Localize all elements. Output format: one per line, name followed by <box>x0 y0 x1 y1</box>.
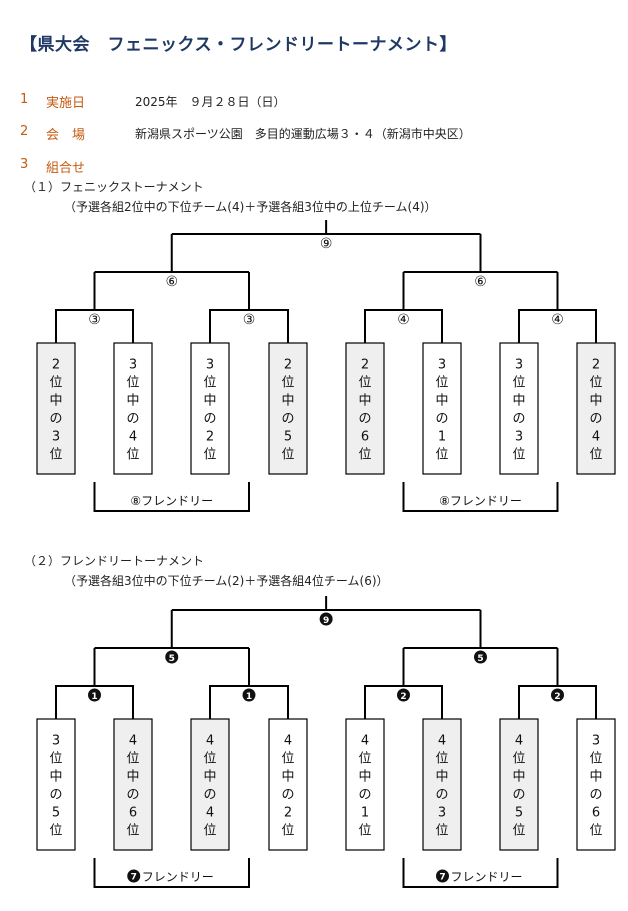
friendly-team-box <box>422 718 462 851</box>
friendly-friendly-marker <box>436 869 449 883</box>
phoenix-team-box <box>576 342 616 475</box>
friendly-qf-label: 1 <box>91 692 97 702</box>
friendly-friendly-label: フレンドリー <box>451 870 523 884</box>
friendly-qf-label: 2 <box>400 692 406 702</box>
friendly-team-box <box>345 718 385 851</box>
phoenix-qf-label: ③ <box>88 312 101 328</box>
friendly-semi-label: 5 <box>169 654 175 664</box>
phoenix-team-box <box>268 342 308 475</box>
friendly-friendly-label: フレンドリー <box>142 870 214 884</box>
info-label-venue: 会 場 <box>46 128 86 143</box>
phoenix-qf-label-bg <box>241 311 257 327</box>
friendly-friendly-number: 7 <box>439 873 445 883</box>
friendly-team-box <box>576 718 616 851</box>
info-label-date: 実施日 <box>46 96 86 111</box>
friendly-team-box <box>499 718 539 851</box>
info-value-date: 2025年 ９月２８日（日） <box>135 95 286 109</box>
phoenix-qf-label-bg <box>395 311 412 327</box>
friendly-qf-label: 1 <box>246 692 252 702</box>
friendly-friendly-line <box>402 858 559 888</box>
phoenix-friendly-label: ⑧フレンドリー <box>130 494 213 508</box>
info-value-venue: 新潟県スポーツ公園 多目的運動広場３・４（新潟市中央区） <box>135 127 471 141</box>
friendly-final-label-marker <box>319 612 333 626</box>
friendly-friendly-number: 7 <box>131 873 137 883</box>
phoenix-team-box <box>422 342 462 475</box>
phoenix-team-box <box>113 342 153 475</box>
phoenix-team-box <box>36 342 76 475</box>
phoenix-qf-label: ④ <box>551 312 564 328</box>
phoenix-team-box <box>190 342 230 475</box>
friendly-friendly-line <box>93 858 250 888</box>
info-number-3: 3 <box>20 157 29 172</box>
phoenix-qf-label: ③ <box>243 312 256 328</box>
section1-subtitle: （予選各組2位中の下位チーム(4)＋予選各組3位中の上位チーム(4)） <box>64 200 437 214</box>
phoenix-friendly-line <box>402 482 559 512</box>
phoenix-qf-label-bg <box>86 311 103 327</box>
phoenix-team-box <box>499 342 539 475</box>
friendly-team-box <box>268 718 308 851</box>
friendly-final-label: 9 <box>323 616 329 626</box>
friendly-friendly-marker <box>127 869 141 883</box>
friendly-team-box <box>113 718 153 851</box>
section2-subtitle: （予選各組3位中の下位チーム(2)＋予選各組4位チーム(6)） <box>64 574 389 588</box>
phoenix-qf-label: ④ <box>397 312 410 328</box>
friendly-qf-label-marker <box>551 688 564 702</box>
phoenix-final-label-bg <box>318 235 335 251</box>
info-number-2: 2 <box>20 124 29 139</box>
phoenix-semi-label: ⑥ <box>165 274 178 290</box>
phoenix-friendly-line <box>93 482 250 512</box>
page-title: 【県大会 フェニックス・フレンドリートーナメント】 <box>20 35 457 55</box>
phoenix-friendly-label: ⑧フレンドリー <box>439 494 522 508</box>
friendly-semi-label-marker <box>474 650 487 664</box>
phoenix-friendly-bg <box>119 493 224 507</box>
friendly-semi-label: 5 <box>477 654 483 664</box>
section2-title: （２）フレンドリートーナメント <box>24 554 205 568</box>
section1-title: （１）フェニックストーナメント <box>24 180 204 194</box>
info-label-bracket: 組合せ <box>46 161 86 176</box>
phoenix-semi-label-bg <box>472 273 489 289</box>
friendly-qf-label-marker <box>242 688 256 702</box>
friendly-team-box <box>36 718 76 851</box>
friendly-semi-label-marker <box>165 650 179 664</box>
phoenix-friendly-bg <box>428 493 533 507</box>
info-number-1: 1 <box>20 92 29 107</box>
phoenix-semi-label-bg <box>163 273 180 289</box>
friendly-qf-label-marker <box>397 688 410 702</box>
friendly-qf-label: 2 <box>554 692 560 702</box>
friendly-friendly-bg <box>428 869 533 883</box>
phoenix-qf-label-bg <box>549 311 566 327</box>
friendly-qf-label-marker <box>88 688 101 702</box>
friendly-friendly-bg <box>119 869 224 883</box>
phoenix-team-box <box>345 342 385 475</box>
phoenix-semi-label: ⑥ <box>474 274 487 290</box>
phoenix-final-label: ⑨ <box>320 236 333 252</box>
friendly-team-box <box>190 718 230 851</box>
